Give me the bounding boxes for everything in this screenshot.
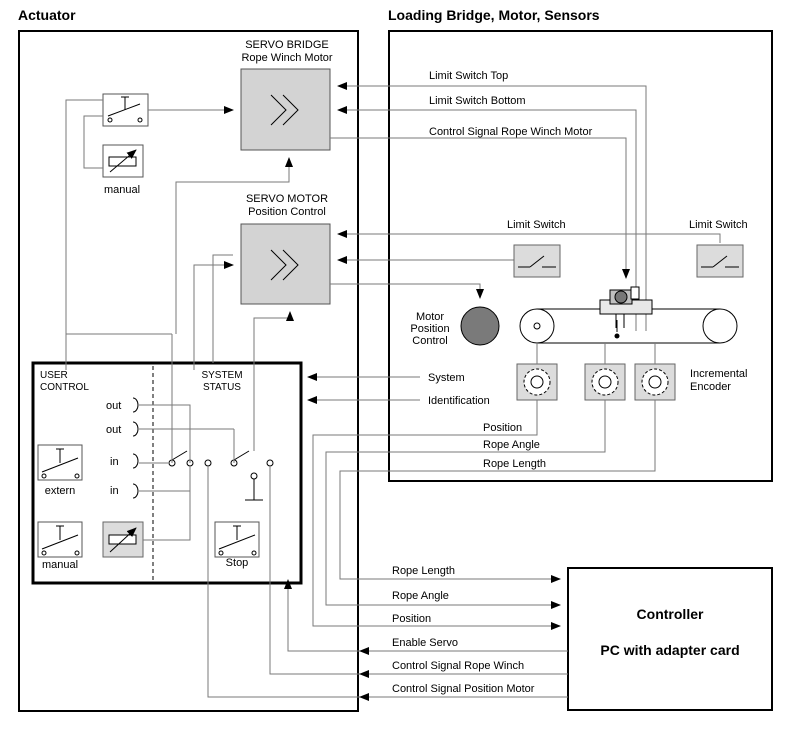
actuator-title: Actuator [18, 7, 76, 23]
ctrl-rope-angle-label: Rope Angle [392, 590, 449, 602]
manual-bottom-label: manual [42, 559, 78, 571]
servo-motor-chevron-icon [270, 249, 299, 281]
servo-bridge-label: SERVO BRIDGE [245, 39, 329, 51]
motor-label-1: Motor [416, 311, 444, 323]
limit-switch-right-icon [696, 244, 744, 278]
ctrl-control-signal-rope-winch-label: Control Signal Rope Winch [392, 660, 524, 672]
potentiometer-icon[interactable] [102, 144, 144, 178]
extern-label: extern [45, 485, 76, 497]
limit-switch-right-label: Limit Switch [689, 219, 748, 231]
ctrl-enable-servo-label: Enable Servo [392, 637, 458, 649]
port-in-2: in [110, 485, 119, 497]
user-control-label: USER [40, 370, 68, 381]
manual-switch-icon[interactable] [37, 521, 83, 558]
loading-bridge-frame [388, 30, 773, 482]
limit-switch-left-icon [513, 244, 561, 278]
port-in-2-connector [132, 483, 139, 499]
extern-switch-icon[interactable] [37, 444, 83, 481]
switch-icon[interactable] [102, 93, 149, 127]
servo-motor-sublabel: Position Control [248, 206, 326, 218]
incremental-label: Incremental [690, 368, 747, 380]
control-signal-rope-winch-motor-label: Control Signal Rope Winch Motor [429, 126, 593, 138]
loading-bridge-title: Loading Bridge, Motor, Sensors [388, 7, 600, 23]
system-label: System [428, 372, 465, 384]
system-status-label: SYSTEM [201, 370, 242, 381]
servo-bridge-sublabel: Rope Winch Motor [241, 52, 332, 64]
rope-angle-label-bridge: Rope Angle [483, 439, 540, 451]
port-out-2: out [106, 424, 121, 436]
port-out-1: out [106, 400, 121, 412]
user-control-sublabel: CONTROL [40, 382, 89, 393]
encoder-1-icon [516, 363, 558, 401]
system-status-sublabel: STATUS [203, 382, 241, 393]
ctrl-control-signal-position-motor-label: Control Signal Position Motor [392, 683, 535, 695]
servo-motor-label: SERVO MOTOR [246, 193, 328, 205]
port-out-1-connector [132, 397, 139, 413]
potentiometer-bottom-icon[interactable] [102, 521, 144, 558]
ctrl-rope-length-label: Rope Length [392, 565, 455, 577]
servo-bridge-chevron-icon [270, 94, 299, 126]
motor-label-2: Position [410, 323, 449, 335]
controller-subtitle: PC with adapter card [600, 642, 739, 658]
port-in-1-connector [132, 453, 139, 469]
port-in-1: in [110, 456, 119, 468]
encoder-3-icon [634, 363, 676, 401]
limit-switch-top-label: Limit Switch Top [429, 70, 508, 82]
system-switch-2-icon [230, 450, 274, 480]
stop-label: Stop [226, 557, 249, 569]
motor-label-3: Control [412, 335, 447, 347]
position-label-bridge: Position [483, 422, 522, 434]
limit-switch-bottom-label: Limit Switch Bottom [429, 95, 526, 107]
identification-label: Identification [428, 395, 490, 407]
encoder-label: Encoder [690, 381, 731, 393]
stop-button[interactable] [214, 521, 260, 558]
trolley-winch-icon [599, 286, 653, 339]
controller-box [567, 567, 773, 711]
rope-length-label-bridge: Rope Length [483, 458, 546, 470]
actuator-frame [18, 30, 359, 712]
motor-position-control-icon [460, 306, 500, 346]
user-system-panel [31, 361, 303, 585]
controller-title: Controller [637, 606, 704, 622]
limit-switch-left-label: Limit Switch [507, 219, 566, 231]
pulley-right-icon [702, 308, 738, 344]
ctrl-position-label: Position [392, 613, 431, 625]
encoder-2-icon [584, 363, 626, 401]
port-out-2-connector [132, 421, 139, 437]
manual-top-label: manual [104, 184, 140, 196]
